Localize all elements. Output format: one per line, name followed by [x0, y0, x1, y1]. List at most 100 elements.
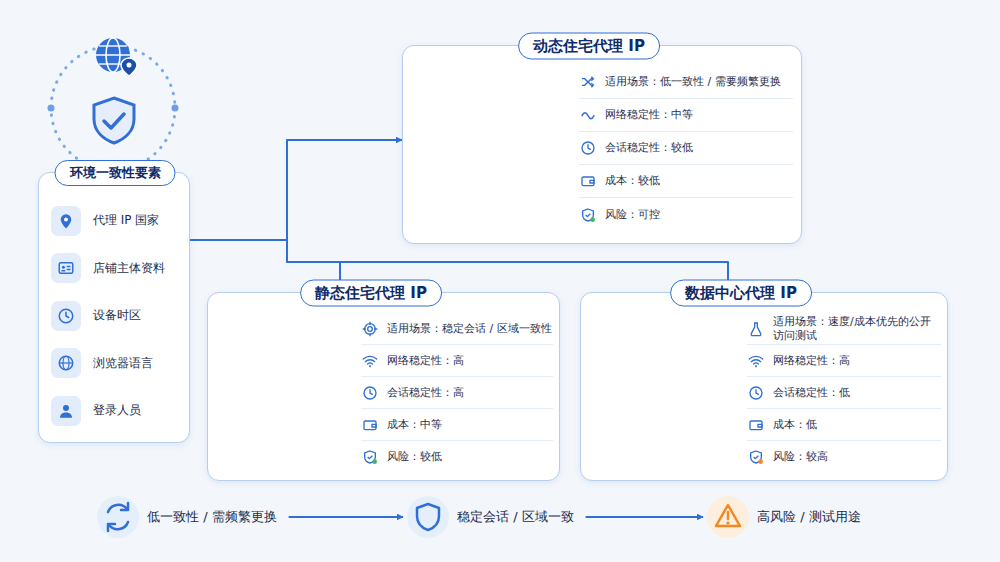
- attribute-text: 会话稳定性：高: [387, 386, 553, 400]
- emblem: [48, 38, 179, 170]
- icon: [748, 353, 764, 369]
- icon: [580, 140, 596, 156]
- row-icon: [51, 253, 81, 283]
- icon: [57, 307, 75, 325]
- attribute-row: 风险：可控: [579, 198, 793, 231]
- attribute-row: 网络稳定性：高: [361, 345, 553, 377]
- attribute-row: 成本：中等: [361, 409, 553, 441]
- row-icon: [51, 348, 81, 378]
- summary-label: 稳定会话 / 区域一致: [457, 509, 574, 525]
- icon: [362, 449, 378, 465]
- card-heading: 数据中心代理 IP: [670, 280, 812, 307]
- card-heading: 环境一致性要素: [55, 160, 176, 186]
- row-icon: [361, 320, 379, 338]
- row-icon: [747, 384, 765, 402]
- attribute-row: 登录人员: [51, 387, 183, 435]
- row-icon: [51, 396, 81, 426]
- icon: [748, 385, 764, 401]
- icon: [748, 449, 764, 465]
- row-icon: [579, 73, 597, 91]
- row-icon: [361, 352, 379, 370]
- attribute-text: 风险：较低: [387, 450, 553, 464]
- proxy-card: 动态住宅代理 IP适用场景：低一致性 / 需要频繁更换网络稳定性：中等会话稳定性…: [402, 45, 802, 244]
- icon: [580, 107, 596, 123]
- proxy-card: 静态住宅代理 IP适用场景：稳定会话 / 区域一致性网络稳定性：高会话稳定性：高…: [207, 292, 560, 481]
- icon: [580, 207, 596, 223]
- row-icon: [361, 448, 379, 466]
- row-icon: [747, 448, 765, 466]
- attribute-row: 会话稳定性：高: [361, 377, 553, 409]
- attribute-row: 风险：较高: [747, 441, 941, 473]
- card-heading: 动态住宅代理 IP: [518, 33, 660, 60]
- attribute-row: 会话稳定性：较低: [579, 132, 793, 165]
- connector-arrow: [190, 140, 402, 240]
- attribute-text: 会话稳定性：低: [773, 386, 941, 400]
- attribute-text: 网络稳定性：高: [387, 354, 553, 368]
- attribute-text: 网络稳定性：中等: [605, 108, 793, 122]
- row-icon: [51, 206, 81, 236]
- summary-item: 高风险 / 测试用途: [707, 496, 865, 538]
- summary-label: 高风险 / 测试用途: [757, 509, 861, 525]
- attribute-row: 适用场景：低一致性 / 需要频繁更换: [579, 66, 793, 99]
- factor-panel: 环境一致性要素代理 IP 国家店铺主体资料设备时区浏览器语言登录人员: [38, 172, 190, 443]
- attribute-text: 代理 IP 国家: [93, 213, 183, 228]
- proxy-card: 数据中心代理 IP适用场景：速度/成本优先的公开访问测试网络稳定性：高会话稳定性…: [580, 292, 948, 481]
- attribute-row: 适用场景：速度/成本优先的公开访问测试: [747, 313, 941, 345]
- attribute-text: 登录人员: [93, 403, 183, 418]
- icon: [57, 212, 75, 230]
- summary-label: 低一致性 / 需频繁更换: [147, 509, 277, 525]
- attribute-text: 设备时区: [93, 308, 183, 323]
- icon: [57, 402, 75, 420]
- connector-arrow: [190, 240, 728, 292]
- row-icon: [361, 416, 379, 434]
- summary-item: 稳定会话 / 区域一致: [407, 496, 578, 538]
- icon: [748, 417, 764, 433]
- attribute-row: 代理 IP 国家: [51, 197, 183, 245]
- icon: [748, 321, 764, 337]
- icon: [362, 353, 378, 369]
- connector-arrow: [289, 516, 403, 518]
- attribute-text: 适用场景：速度/成本优先的公开访问测试: [773, 315, 941, 343]
- row-icon: [51, 301, 81, 331]
- icon: [362, 321, 378, 337]
- icon: [362, 385, 378, 401]
- icon: [362, 417, 378, 433]
- attribute-text: 风险：可控: [605, 208, 793, 222]
- attribute-text: 适用场景：稳定会话 / 区域一致性: [387, 322, 553, 336]
- row-icon: [747, 320, 765, 338]
- icon: [580, 173, 596, 189]
- attribute-row: 会话稳定性：低: [747, 377, 941, 409]
- row-icon: [579, 172, 597, 190]
- icon: [57, 259, 75, 277]
- bottom-icons: [97, 496, 749, 538]
- row-icon: [747, 352, 765, 370]
- icon: [57, 354, 75, 372]
- attribute-row: 适用场景：稳定会话 / 区域一致性: [361, 313, 553, 345]
- icon: [580, 74, 596, 90]
- attribute-text: 网络稳定性：高: [773, 354, 941, 368]
- row-icon: [361, 384, 379, 402]
- attribute-row: 店铺主体资料: [51, 245, 183, 293]
- card-heading: 静态住宅代理 IP: [300, 280, 442, 307]
- row-icon: [579, 206, 597, 224]
- attribute-text: 风险：较高: [773, 450, 941, 464]
- attribute-row: 成本：低: [747, 409, 941, 441]
- row-icon: [579, 106, 597, 124]
- row-icon: [747, 416, 765, 434]
- attribute-row: 网络稳定性：中等: [579, 99, 793, 132]
- connector-arrow: [586, 516, 703, 518]
- attribute-row: 设备时区: [51, 292, 183, 340]
- attribute-text: 适用场景：低一致性 / 需要频繁更换: [605, 75, 793, 89]
- attribute-row: 成本：较低: [579, 165, 793, 198]
- attribute-row: 风险：较低: [361, 441, 553, 473]
- row-icon: [579, 139, 597, 157]
- attribute-text: 成本：低: [773, 418, 941, 432]
- attribute-row: 浏览器语言: [51, 340, 183, 388]
- attribute-text: 会话稳定性：较低: [605, 141, 793, 155]
- attribute-row: 网络稳定性：高: [747, 345, 941, 377]
- attribute-text: 成本：中等: [387, 418, 553, 432]
- summary-item: 低一致性 / 需频繁更换: [97, 496, 281, 538]
- attribute-text: 店铺主体资料: [93, 261, 183, 276]
- attribute-text: 浏览器语言: [93, 356, 183, 371]
- attribute-text: 成本：较低: [605, 174, 793, 188]
